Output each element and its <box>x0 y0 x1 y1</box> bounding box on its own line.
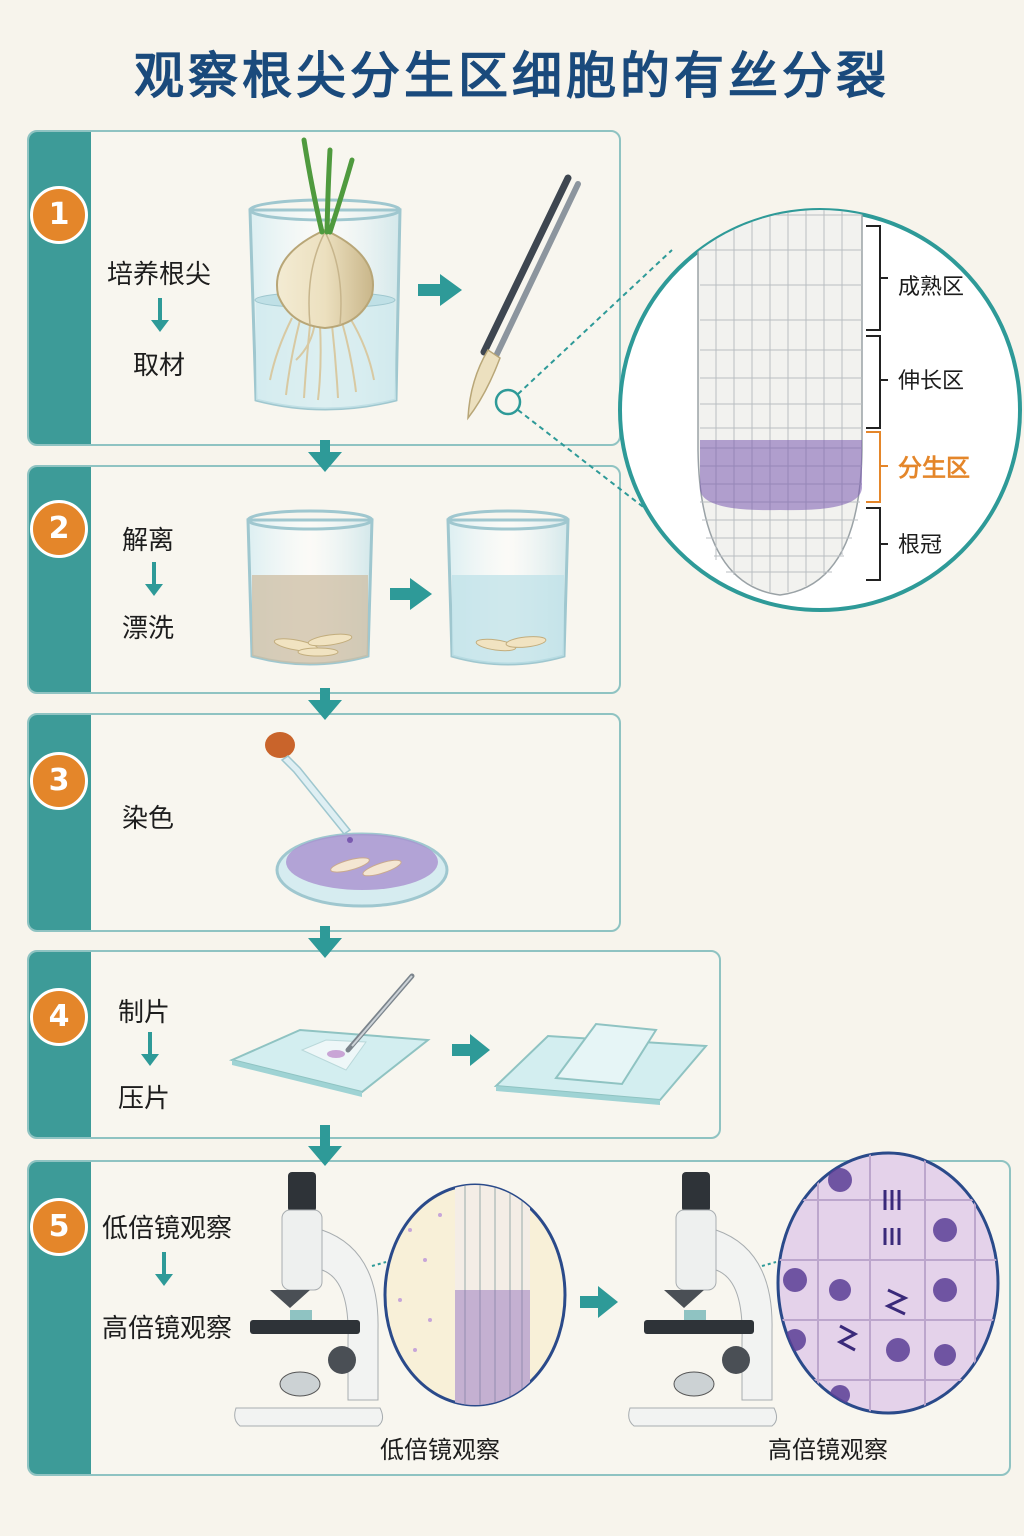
microscope-icon <box>628 1172 778 1427</box>
zone-meristem: 分生区 <box>898 454 970 482</box>
flow-arrow-icon <box>308 1125 342 1166</box>
step-5-label-low: 低倍镜观察 <box>102 1214 233 1244</box>
rinse-beaker-icon <box>446 509 570 666</box>
step-4-label-press: 压片 <box>118 1084 171 1114</box>
high-power-view <box>776 1151 1000 1415</box>
high-power-caption: 高倍镜观察 <box>768 1436 888 1464</box>
onion-beaker-icon <box>248 137 402 411</box>
dropper-icon <box>265 732 353 843</box>
magnify-circle <box>494 388 522 416</box>
zone-root-cap: 根冠 <box>898 533 942 558</box>
microscope-icon <box>234 1172 384 1427</box>
tweezers-icon <box>467 174 581 421</box>
low-power-caption: 低倍镜观察 <box>380 1436 500 1464</box>
dissociation-beaker-icon <box>246 509 374 666</box>
panel-tab <box>29 715 91 930</box>
needle-icon <box>345 973 415 1053</box>
down-arrow-icon <box>141 1032 159 1066</box>
step-5-label-high: 高倍镜观察 <box>102 1314 233 1344</box>
pressed-slide-icon <box>493 1022 709 1105</box>
down-arrow-icon <box>145 562 163 596</box>
right-arrow-icon <box>390 578 432 610</box>
flow-arrow-icon <box>308 688 342 720</box>
step-3-badge: 3 <box>30 752 88 810</box>
down-arrow-icon <box>151 298 169 332</box>
step-4-label-mount: 制片 <box>118 998 171 1028</box>
slide-icon <box>228 1028 431 1097</box>
step-1-label-culture: 培养根尖 <box>107 260 212 290</box>
step-2-label-rinse: 漂洗 <box>122 614 175 644</box>
page-title: 观察根尖分生区细胞的有丝分裂 <box>134 47 890 105</box>
root-tip-zoom <box>618 208 1022 612</box>
panel-tab <box>29 132 91 444</box>
step-1-badge: 1 <box>30 186 88 244</box>
step-2-label-dissociate: 解离 <box>122 526 175 556</box>
zone-elongation: 伸长区 <box>898 369 964 394</box>
low-power-view <box>383 1183 567 1407</box>
step-2-badge: 2 <box>30 500 88 558</box>
step-4-badge: 4 <box>30 988 88 1046</box>
step-5-badge: 5 <box>30 1198 88 1256</box>
right-arrow-icon <box>580 1286 618 1318</box>
zone-mature: 成熟区 <box>898 275 964 300</box>
right-arrow-icon <box>452 1034 490 1066</box>
flow-arrow-icon <box>308 926 342 958</box>
flow-arrow-icon <box>308 440 342 472</box>
right-arrow-icon <box>418 274 462 306</box>
step-1-label-sample: 取材 <box>133 351 186 381</box>
step-3-label-stain: 染色 <box>122 804 175 834</box>
down-arrow-icon <box>155 1252 173 1286</box>
stain-dish-icon <box>275 832 449 908</box>
